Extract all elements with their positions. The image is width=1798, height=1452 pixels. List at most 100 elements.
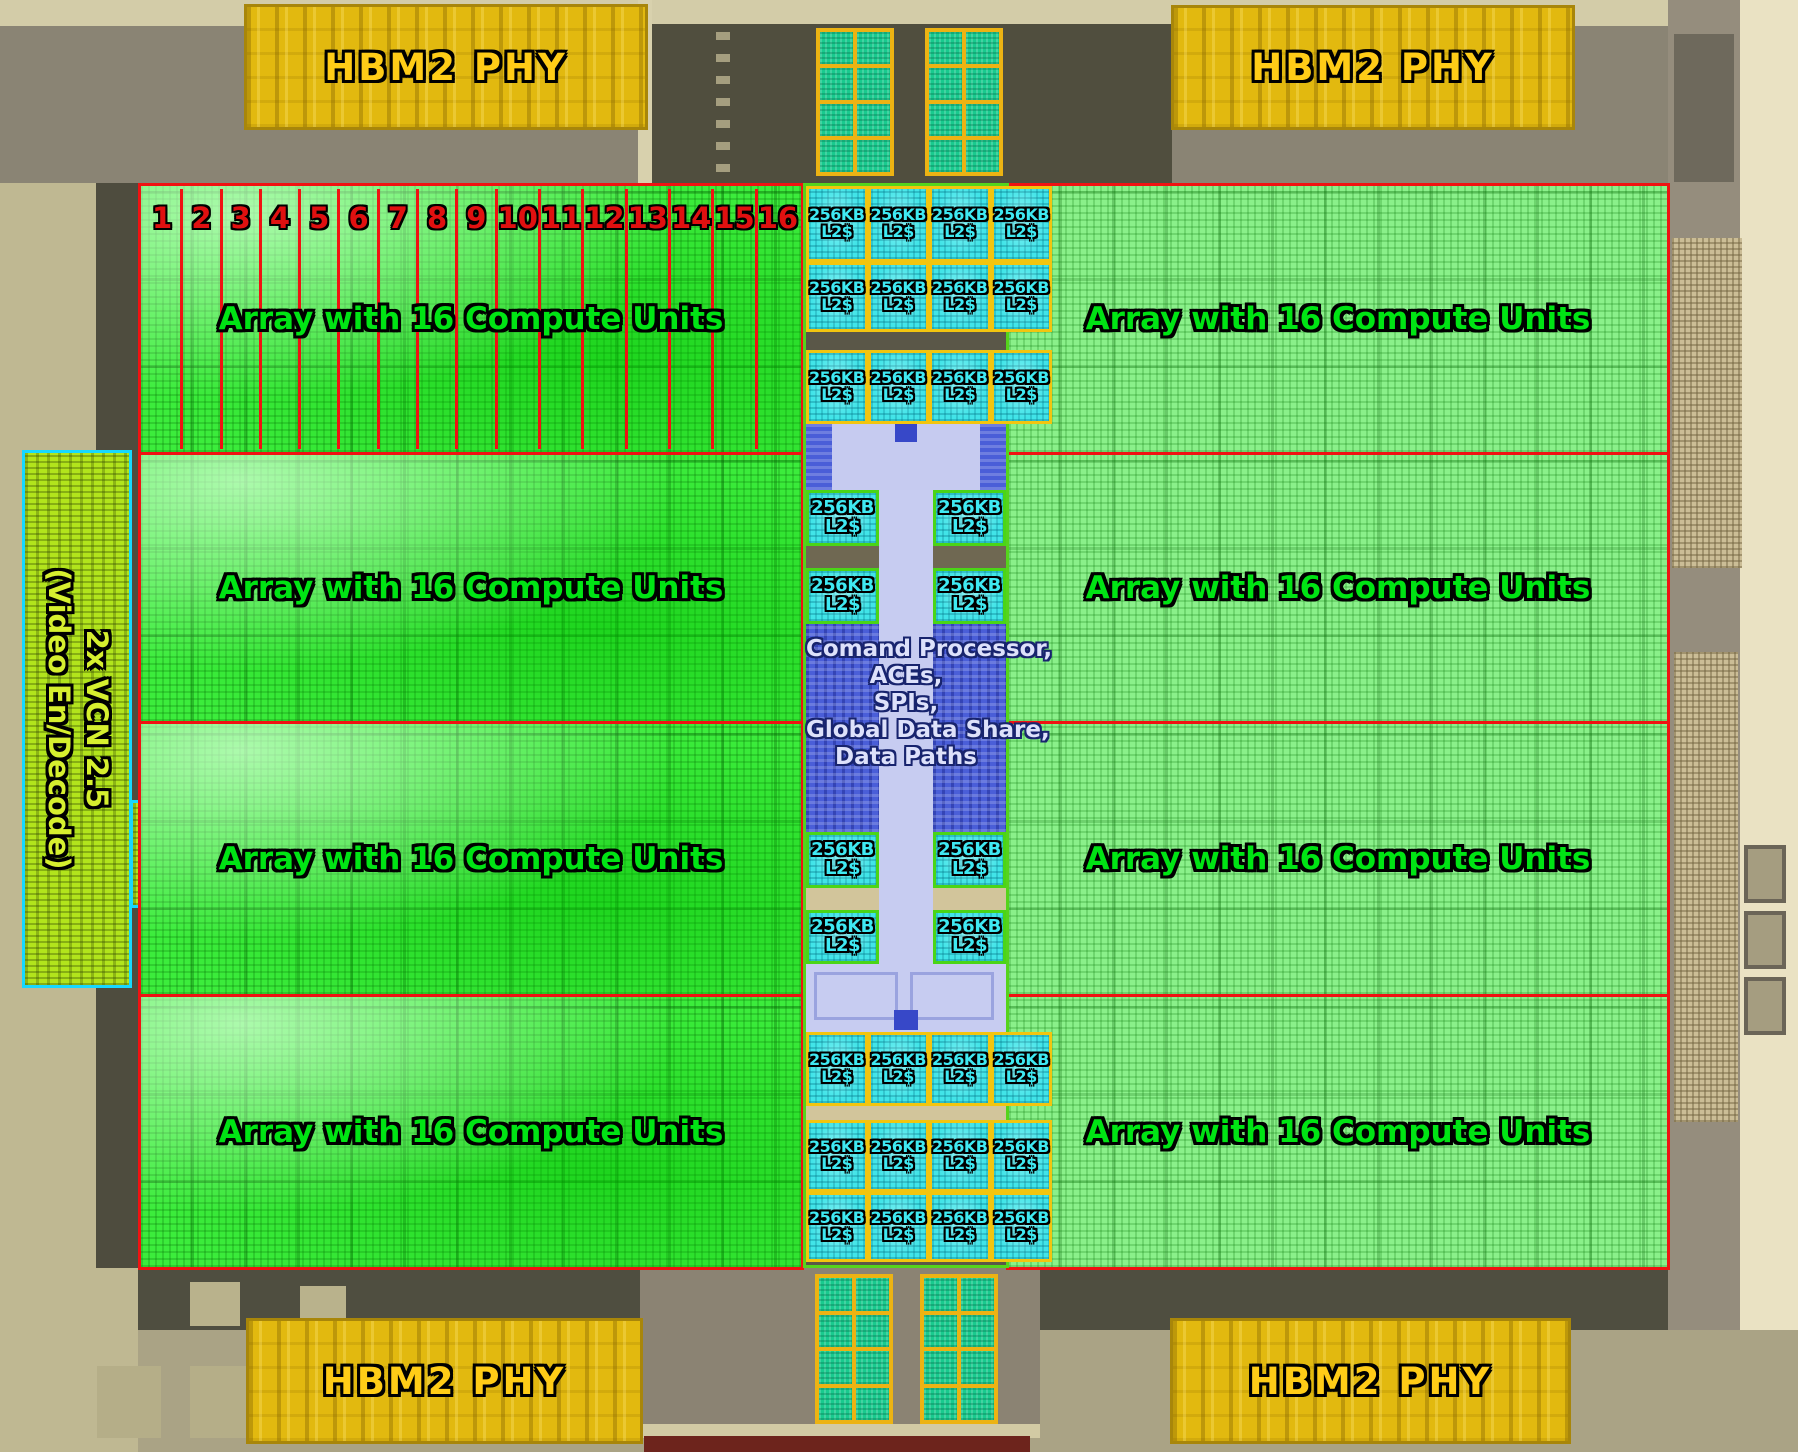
l2-cache-label-line: 256KB bbox=[938, 497, 1001, 519]
pad-cell bbox=[857, 32, 890, 64]
pad-grid-bottom-left bbox=[815, 1274, 893, 1424]
pad-cell bbox=[819, 1278, 852, 1311]
compute-unit-column: 16 bbox=[758, 189, 798, 449]
cu-array-label: Array with 16 Compute Units bbox=[1085, 841, 1591, 877]
l2-cache-label-line: L2$ bbox=[882, 295, 914, 314]
l2-cache-label-line: 256KB bbox=[993, 1208, 1050, 1228]
compute-unit-number: 10 bbox=[497, 201, 538, 235]
compute-unit-column: 3 bbox=[223, 189, 262, 449]
l2-cache-label-line: 256KB bbox=[870, 1137, 927, 1157]
l2-cache-label-line: L2$ bbox=[882, 1067, 914, 1086]
l2-cache-label-line: 256KB bbox=[993, 1137, 1050, 1157]
l2-cache-label-line: L2$ bbox=[882, 385, 914, 404]
l2-cache-label-line: L2$ bbox=[821, 1154, 853, 1173]
compute-unit-column: 6 bbox=[340, 189, 380, 449]
l2-cache-label-line: L2$ bbox=[944, 385, 976, 404]
command-processor-side bbox=[806, 624, 879, 832]
compute-unit-number: 7 bbox=[387, 201, 408, 235]
l2-cache-label-line: 256KB bbox=[811, 839, 874, 861]
pad-cell bbox=[856, 1314, 889, 1347]
l2-cache-label-line: L2$ bbox=[824, 594, 861, 615]
compute-unit-column: 14 bbox=[670, 189, 715, 449]
strip-gap bbox=[806, 888, 879, 910]
l2-cache-label-line: 256KB bbox=[993, 368, 1050, 388]
l2-cache-label-line: L2$ bbox=[824, 858, 861, 879]
strip-gap bbox=[806, 1106, 1006, 1120]
pad-cell bbox=[961, 1387, 994, 1420]
pad-cell bbox=[929, 32, 962, 64]
command-front-notch bbox=[895, 424, 917, 442]
pad-cell bbox=[856, 1387, 889, 1420]
l2-cache-label-line: L2$ bbox=[821, 385, 853, 404]
die-bottom-center-strip bbox=[640, 1424, 1040, 1438]
command-back-cell bbox=[910, 972, 994, 1020]
die-structure bbox=[1674, 34, 1734, 182]
compute-unit-number: 4 bbox=[269, 201, 291, 235]
pad-cell bbox=[966, 32, 999, 64]
compute-unit-column: 11 bbox=[541, 189, 585, 449]
l2-cache-label-line: 256KB bbox=[870, 205, 927, 225]
l2-cache-label-line: 256KB bbox=[811, 497, 874, 519]
command-processor-text-line: Data Paths bbox=[835, 744, 977, 770]
pad-cell bbox=[929, 140, 962, 172]
l2-cache-label-line: 256KB bbox=[938, 916, 1001, 938]
pad-cell bbox=[820, 104, 853, 136]
l2-cache-label-line: L2$ bbox=[821, 222, 853, 241]
pad-cell bbox=[966, 104, 999, 136]
l2-cache-label-line: 256KB bbox=[809, 1208, 865, 1228]
l2-cache-label-line: L2$ bbox=[1005, 295, 1037, 314]
pad-cell bbox=[820, 32, 853, 64]
strip-gap bbox=[933, 888, 1006, 910]
l2-cache-label-line: 256KB bbox=[932, 1208, 988, 1228]
hbm2-phy-label: HBM2 PHY bbox=[1251, 46, 1495, 89]
hbm2-phy-top-right: HBM2 PHY bbox=[1171, 5, 1575, 130]
die-pad-array bbox=[1672, 238, 1742, 568]
pad-grid-bottom-right bbox=[920, 1274, 998, 1424]
cu-array-label: Array with 16 Compute Units bbox=[218, 301, 724, 337]
compute-unit-number: 6 bbox=[348, 201, 369, 235]
l2-cache-label-line: L2$ bbox=[821, 1067, 853, 1086]
cu-array-label: Array with 16 Compute Units bbox=[218, 1114, 724, 1150]
compute-unit-number: 14 bbox=[670, 201, 712, 235]
pad-cell bbox=[924, 1278, 957, 1311]
l2-cache-label-line: 256KB bbox=[809, 278, 865, 298]
compute-unit-column: 10 bbox=[498, 189, 541, 449]
pad-cell bbox=[820, 140, 853, 172]
die-pad bbox=[190, 1282, 240, 1326]
pad-cell bbox=[857, 68, 890, 100]
pad-cell bbox=[924, 1314, 957, 1347]
cu-array-row2-left: Array with 16 Compute Units bbox=[138, 452, 804, 724]
l2-cache-label-line: 256KB bbox=[870, 1208, 927, 1228]
l2-cache-label-line: 256KB bbox=[993, 205, 1050, 225]
hbm2-phy-label: HBM2 PHY bbox=[322, 1359, 567, 1403]
compute-unit-number: 2 bbox=[191, 201, 212, 235]
compute-unit-number: 16 bbox=[757, 201, 799, 235]
l2-cache-label-line: L2$ bbox=[951, 858, 988, 879]
die-pad-array bbox=[1674, 652, 1738, 1122]
l2-cache-label-line: L2$ bbox=[824, 516, 861, 537]
cu-array-label: Array with 16 Compute Units bbox=[1085, 570, 1591, 606]
die-top-dark-region bbox=[652, 24, 1172, 183]
l2-cache-label-line: 256KB bbox=[932, 1050, 988, 1070]
l2-cache-label-line: 256KB bbox=[932, 205, 988, 225]
